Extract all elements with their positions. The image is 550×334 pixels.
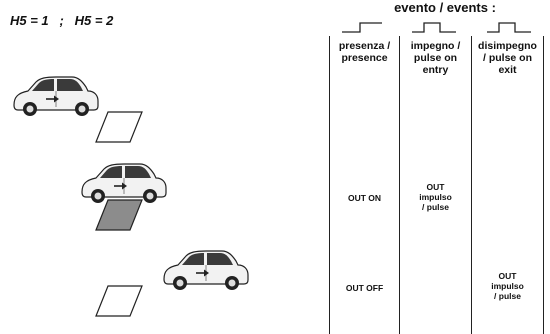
car-icon [13, 76, 99, 117]
loop-active [95, 199, 143, 231]
events-title: evento / events : [394, 0, 496, 15]
column-header-pulse-entry: impegno / pulse on entry [410, 40, 461, 76]
loop-empty [95, 111, 143, 143]
detector-scenes [13, 76, 249, 317]
cell-presence-on: OUT ON [347, 193, 382, 203]
column-header-presence: presenza / presence [338, 40, 391, 64]
column-divider [471, 36, 472, 334]
column-divider [329, 36, 330, 334]
h5-parameter-label: H5 = 1 ; H5 = 2 [10, 13, 114, 28]
pulse-icon [487, 22, 531, 33]
column-divider [399, 36, 400, 334]
loop-empty [95, 285, 143, 317]
car-icon [81, 163, 167, 204]
step-rise-icon [342, 22, 382, 33]
cell-pulse-exit: OUT impulso / pulse [491, 271, 524, 301]
car-icon [163, 250, 249, 291]
column-header-pulse-exit: disimpegno / pulse on exit [478, 40, 537, 76]
cell-pulse-entry: OUT impulso / pulse [419, 182, 452, 212]
pulse-icon [412, 22, 456, 33]
column-divider [543, 36, 544, 334]
cell-presence-off: OUT OFF [345, 283, 384, 293]
